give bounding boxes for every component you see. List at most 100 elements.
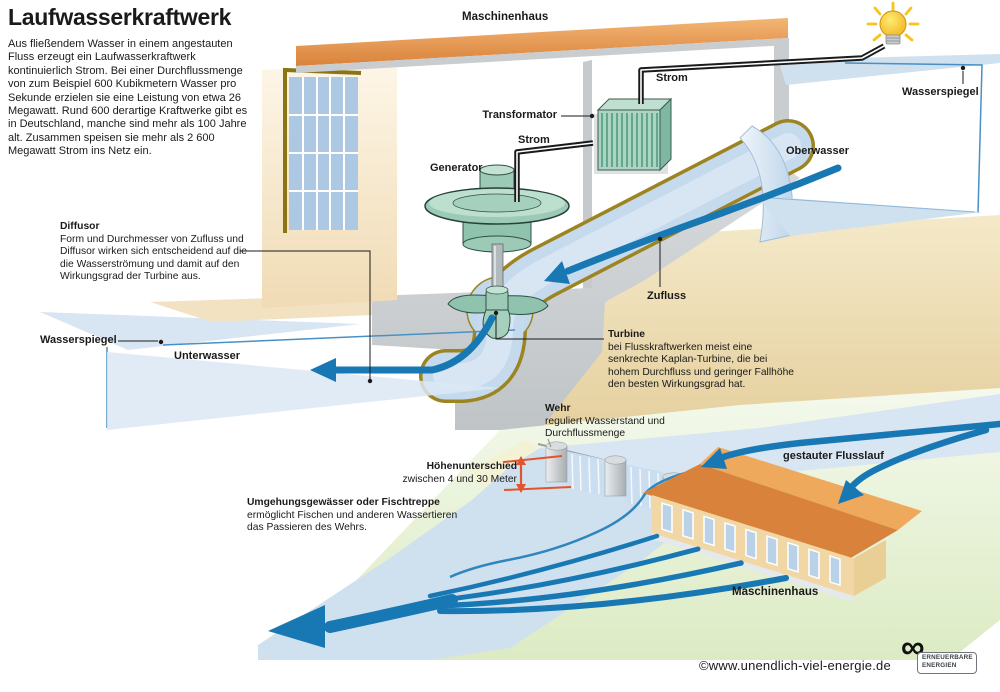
callout-wehr: Wehr reguliert Wasserstand und Durchflus… [545, 403, 670, 441]
powerhouse-front-wall [652, 495, 854, 597]
unterwasser-edge-line [162, 329, 516, 346]
powerhouse-foundation [652, 533, 854, 602]
cable-transformer-grid-gap [640, 45, 885, 104]
callout-diffusor-body: Form und Durchmesser von Zufluss und Dif… [60, 233, 247, 283]
generator-top-cap [479, 164, 515, 176]
callout-umgehung-title: Umgehungsgewässer oder Fischtreppe [247, 497, 440, 508]
lower-aerial-scene [258, 388, 1000, 660]
powerhouse-building [643, 447, 922, 602]
label-strom-top: Strom [656, 72, 688, 84]
agency-logo: ERNEUERBARE ENERGIEN [917, 652, 977, 674]
leader-turbine-dot [493, 310, 499, 316]
outflow-arrowhead [310, 358, 336, 382]
outflow-arrow [330, 314, 496, 374]
machine-house-roof [296, 18, 788, 66]
upper-cutaway-scene [40, 1, 1000, 430]
callout-hoehenunterschied: Höhenunterschied zwischen 4 und 30 Meter [357, 461, 517, 486]
leader-diffusor-dot [367, 378, 373, 384]
ground-tan [497, 215, 1000, 430]
flow-arrows-upper [310, 164, 842, 382]
oberwasser-edge-line [844, 62, 983, 214]
oberwasser-wedge-edge [756, 196, 976, 213]
turbine-blade-right [502, 295, 549, 315]
callout-wehr-title: Wehr [545, 403, 571, 414]
leader-zufluss-dot [657, 236, 663, 242]
river-main-arrowhead [701, 448, 727, 469]
callout-hoehenunterschied-body: zwischen 4 und 30 Meter [402, 473, 517, 485]
bulb-glass [879, 10, 907, 38]
unterwasser-lower-wedge [107, 352, 500, 430]
height-arrow-up [516, 456, 526, 465]
label-zufluss: Zufluss [647, 290, 687, 302]
weir-pillar-1 [545, 441, 568, 483]
cable-generator-transformer-gap [516, 142, 594, 202]
oberwasser-lower-wedge [757, 196, 982, 236]
intro-paragraph: Aus fließendem Wasser in einem angestaut… [8, 38, 248, 158]
tailrace-trunk [324, 594, 458, 633]
turbine-blade-left [447, 294, 493, 314]
window-frame [283, 67, 362, 233]
callout-diffusor: Diffusor Form und Durchmesser von Zuflus… [60, 221, 248, 284]
inflow-arrow [564, 164, 842, 275]
transformer-side [659, 97, 672, 172]
gestauter-arrow [846, 426, 990, 493]
callout-umgehung: Umgehungsgewässer oder Fischtreppe ermög… [247, 497, 462, 535]
bulb-base [885, 34, 901, 45]
callout-diffusor-title: Diffusor [60, 221, 100, 232]
leader-wasserspiegel-right-dot [960, 65, 966, 71]
label-maschinenhaus-top: Maschinenhaus [462, 11, 549, 23]
label-gestauter-flusslauf: gestauter Flusslauf [783, 450, 884, 462]
label-maschinenhaus-bottom: Maschinenhaus [732, 586, 819, 598]
power-cables [514, 43, 886, 202]
flow-arrows-lower [268, 420, 1000, 648]
light-bulb [866, 1, 920, 45]
copyright-text: ©www.unendlich-viel-energie.de [699, 658, 891, 673]
label-unterwasser: Unterwasser [174, 350, 241, 362]
callout-turbine: Turbine bei Flusskraftwerken meist eine … [608, 329, 800, 392]
leader-transformator-dot [589, 113, 595, 119]
label-strom-inner: Strom [518, 134, 550, 146]
callout-turbine-body: bei Flusskraftwerken meist eine senkrech… [608, 341, 795, 391]
river-upstream [540, 394, 1000, 480]
callout-hoehenunterschied-title: Höhenunterschied [426, 461, 517, 472]
callout-turbine-title: Turbine [608, 329, 645, 340]
label-oberwasser: Oberwasser [786, 145, 849, 157]
callout-wehr-body: reguliert Wasserstand und Durchflussmeng… [545, 415, 665, 440]
label-wasserspiegel-left: Wasserspiegel [40, 334, 117, 346]
generator [424, 164, 570, 253]
turbine-hub-cap [485, 285, 509, 295]
agency-logo-line1: ERNEUERBARE [922, 654, 973, 661]
page-title: Laufwasserkraftwerk [8, 4, 232, 30]
river-downstream [258, 448, 705, 660]
powerhouse-roof-lower [643, 464, 898, 559]
leader-diffusor [240, 250, 371, 379]
roof-fascia [296, 38, 788, 73]
leader-wasserspiegel-left-dot [158, 339, 164, 345]
weir-pillar-2 [604, 455, 627, 497]
gestauter-arrowhead [838, 480, 864, 504]
height-arrow-down [516, 484, 526, 493]
hall-window [283, 67, 362, 233]
bulb-rays [866, 1, 920, 42]
height-difference-marker [503, 455, 572, 493]
powerhouse-roof-upper [700, 447, 922, 530]
transformer-top [596, 98, 673, 111]
leader-lines-upper [118, 65, 966, 384]
label-transformator: Transformator [482, 109, 557, 121]
tailrace-streams [427, 533, 789, 615]
transformer-fins [601, 113, 658, 167]
callout-umgehung-body: ermöglicht Fischen und anderen Wassertie… [247, 509, 458, 534]
generator-disc-hub [452, 193, 542, 213]
powerhouse-end-wall [854, 540, 886, 596]
label-generator: Generator [430, 162, 483, 174]
inflow-arrowhead [544, 261, 570, 284]
fish-pass-line [449, 467, 702, 579]
label-wasserspiegel-right: Wasserspiegel [902, 86, 979, 98]
leader-wehr [547, 438, 552, 448]
transformer-front [597, 109, 661, 171]
transformer [594, 97, 673, 174]
agency-logo-line2: ENERGIEN [922, 662, 957, 670]
tailrace-arrowhead [268, 605, 325, 648]
